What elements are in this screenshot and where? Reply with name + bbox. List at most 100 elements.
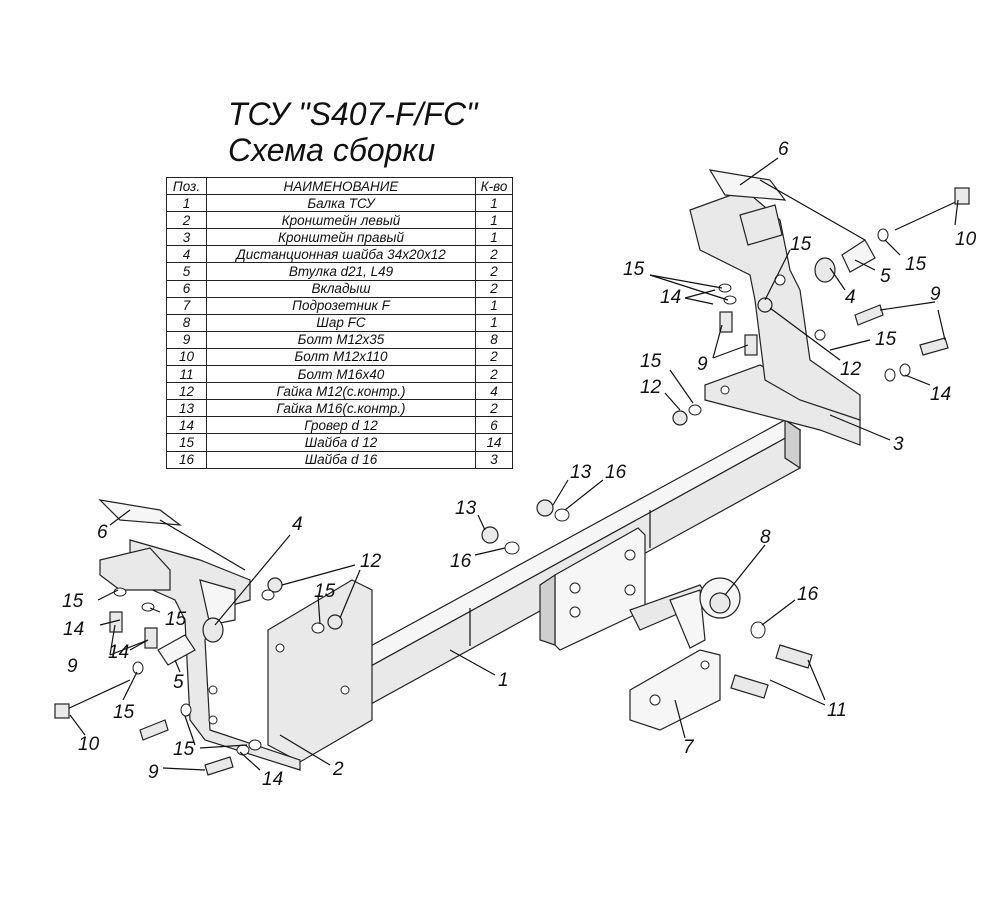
right-insert — [708, 169, 866, 246]
callout-9-left-b: 9 — [148, 762, 159, 783]
cell-name: Вкладыш — [206, 279, 476, 298]
right-bracket — [689, 189, 861, 421]
cell-quantity: 2 — [475, 399, 513, 418]
bushing-5-left — [157, 634, 196, 666]
cell-quantity: 2 — [475, 245, 513, 264]
callout-10-right: 10 — [955, 229, 977, 250]
cell-name: Шайба d 12 — [206, 433, 476, 452]
callout-13-a: 13 — [570, 462, 592, 483]
page-subtitle: Схема сборки — [228, 132, 436, 168]
cell-name: Шайба d 16 — [206, 450, 476, 469]
callout-7: 7 — [683, 737, 695, 758]
callout-15-right-d: 15 — [875, 329, 897, 350]
cell-quantity: 2 — [475, 279, 513, 298]
bolt-9-group — [109, 304, 949, 776]
cell-position: 16 — [166, 450, 207, 469]
cell-quantity: 2 — [475, 347, 513, 367]
callout-9-left-a: 9 — [67, 656, 78, 677]
bolt-10-left — [54, 679, 131, 719]
callout-15-left-d: 15 — [173, 739, 195, 760]
callout-15-right-e: 15 — [640, 351, 662, 372]
spacer-4-right — [814, 257, 836, 283]
tow-ball — [629, 577, 741, 649]
callout-8: 8 — [760, 527, 771, 548]
callout-9-right-b: 9 — [930, 284, 941, 305]
ball-mount-plate — [539, 527, 646, 651]
bolt-10-right — [894, 187, 970, 231]
callout-4-left: 4 — [292, 514, 303, 535]
cell-position: 7 — [166, 296, 207, 315]
callout-15-left-b: 15 — [165, 609, 187, 630]
callout-13-b: 13 — [455, 498, 477, 519]
callout-5-left: 5 — [173, 672, 184, 693]
bushing-5-right — [841, 239, 876, 273]
beam-end-plate-left — [267, 579, 373, 763]
cell-quantity: 8 — [475, 330, 513, 349]
cell-position: 9 — [166, 330, 207, 349]
cell-quantity: 1 — [475, 313, 513, 332]
callout-14-right-b: 14 — [930, 384, 951, 405]
cell-position: 8 — [166, 313, 207, 332]
callout-16-b: 16 — [450, 551, 472, 572]
callout-6-left: 6 — [97, 522, 108, 543]
cell-quantity: 3 — [475, 450, 513, 469]
cell-quantity: 4 — [475, 382, 513, 401]
callout-15-right-c: 15 — [905, 254, 927, 275]
callout-2: 2 — [332, 759, 344, 780]
cell-name: Дистанционная шайба 34х20х12 — [206, 245, 476, 264]
callout-16-a: 16 — [605, 462, 627, 483]
leader-lines — [69, 157, 959, 771]
cell-quantity: 1 — [475, 296, 513, 315]
header-position: Поз. — [166, 176, 207, 196]
cell-name: Втулка d21, L49 — [206, 262, 476, 281]
callout-12-left: 12 — [360, 551, 382, 572]
callout-15-left-c: 15 — [113, 702, 135, 723]
callout-labels: 1 2 3 4 4 5 5 6 6 7 8 9 9 9 9 9 10 10 11… — [62, 139, 977, 790]
callout-15-right-a: 15 — [623, 259, 645, 280]
cell-name: Гайка М16(с.контр.) — [206, 399, 476, 418]
cell-quantity: 2 — [475, 365, 513, 384]
spacer-4-left — [202, 617, 224, 643]
cell-name: Болт М12х35 — [206, 330, 476, 349]
left-insert — [98, 499, 246, 591]
cell-name: Кронштейн левый — [206, 211, 476, 230]
callout-15-right-b: 15 — [790, 234, 812, 255]
cell-name: Болт М12х110 — [206, 347, 476, 367]
callout-1: 1 — [498, 670, 509, 691]
cell-quantity: 6 — [475, 416, 513, 435]
page-title: ТСУ "S407-F/FC" — [228, 96, 478, 132]
callout-5-right: 5 — [880, 266, 891, 287]
callout-9-right-a: 9 — [697, 354, 708, 375]
parts-table-header: Поз. НАИМЕНОВАНИЕ К-во — [166, 176, 513, 196]
socket-plate — [629, 649, 721, 731]
cell-name: Гайка М12(с.контр.) — [206, 382, 476, 401]
callout-16-c: 16 — [797, 584, 819, 605]
callout-14-left-a: 14 — [63, 619, 84, 640]
callout-14-right-a: 14 — [660, 287, 681, 308]
nut-group — [267, 297, 773, 630]
callout-11: 11 — [827, 700, 847, 721]
callout-15-left-e: 15 — [314, 581, 336, 602]
bolt-11-group — [730, 644, 813, 699]
callout-14-left-b: 14 — [108, 642, 129, 663]
cell-name: Подрозетник F — [206, 296, 476, 315]
callout-15-left-a: 15 — [62, 591, 84, 612]
cell-quantity: 14 — [475, 433, 513, 452]
cell-position: 13 — [166, 399, 207, 418]
